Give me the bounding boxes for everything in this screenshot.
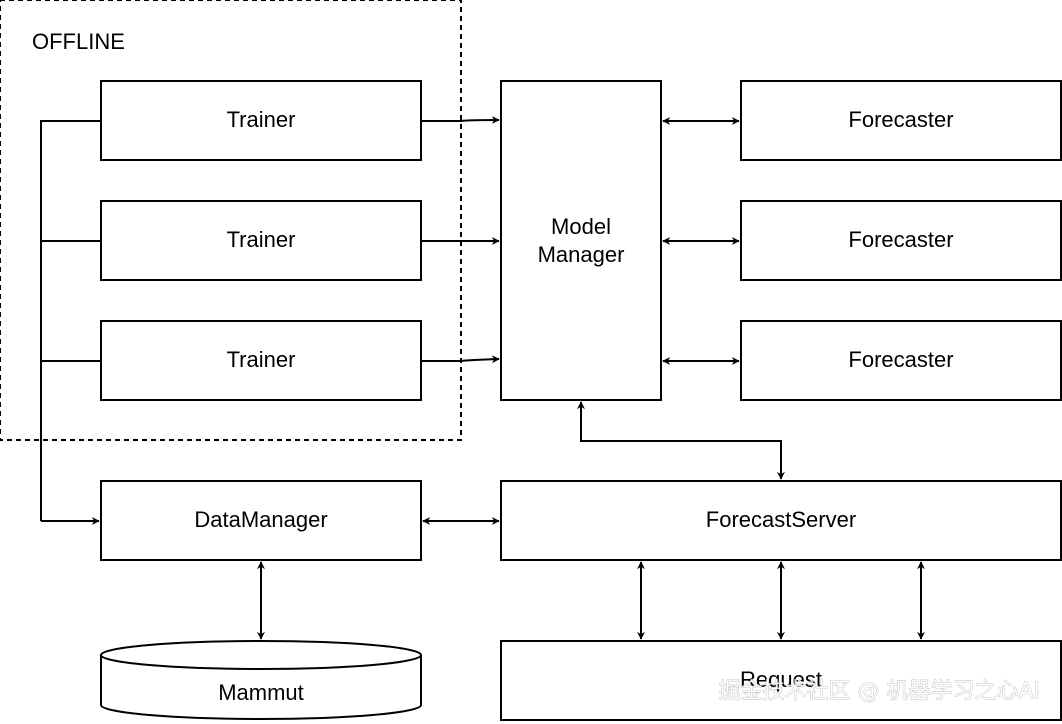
request-node: Request — [500, 640, 1062, 721]
model-manager-node: Model Manager — [500, 80, 662, 401]
request-label: Request — [740, 667, 822, 692]
trainer-node-3: Trainer — [100, 320, 422, 401]
forecaster-node-2: Forecaster — [740, 200, 1062, 281]
trainer-node-2: Trainer — [100, 200, 422, 281]
data-manager-label: DataManager — [194, 507, 327, 532]
trainer-label: Trainer — [227, 107, 296, 132]
trainer-label: Trainer — [227, 347, 296, 372]
forecaster-label: Forecaster — [848, 347, 953, 372]
model-manager-label-line1: Model — [551, 214, 611, 239]
trainer-label: Trainer — [227, 227, 296, 252]
forecaster-node-1: Forecaster — [740, 80, 1062, 161]
data-manager-node: DataManager — [100, 480, 422, 561]
edge-model-manager-forecast-server — [577, 401, 785, 480]
edge-trainers-bus — [40, 120, 101, 521]
trainer-node-1: Trainer — [100, 80, 422, 161]
offline-label: OFFLINE — [32, 29, 125, 54]
model-manager-label-line2: Manager — [538, 242, 625, 267]
forecaster-label: Forecaster — [848, 227, 953, 252]
forecaster-node-3: Forecaster — [740, 320, 1062, 401]
forecaster-label: Forecaster — [848, 107, 953, 132]
edge-trainer3-to-model-manager — [421, 355, 500, 364]
edge-trainer1-to-model-manager — [421, 116, 500, 125]
forecast-server-label: ForecastServer — [706, 507, 856, 532]
forecast-server-node: ForecastServer — [500, 480, 1062, 561]
watermark-text: 掘金技术社区 @ 机器学习之心AI — [718, 679, 1040, 704]
mammut-label: Mammut — [218, 680, 304, 705]
mammut-database-node: Mammut — [100, 640, 422, 720]
